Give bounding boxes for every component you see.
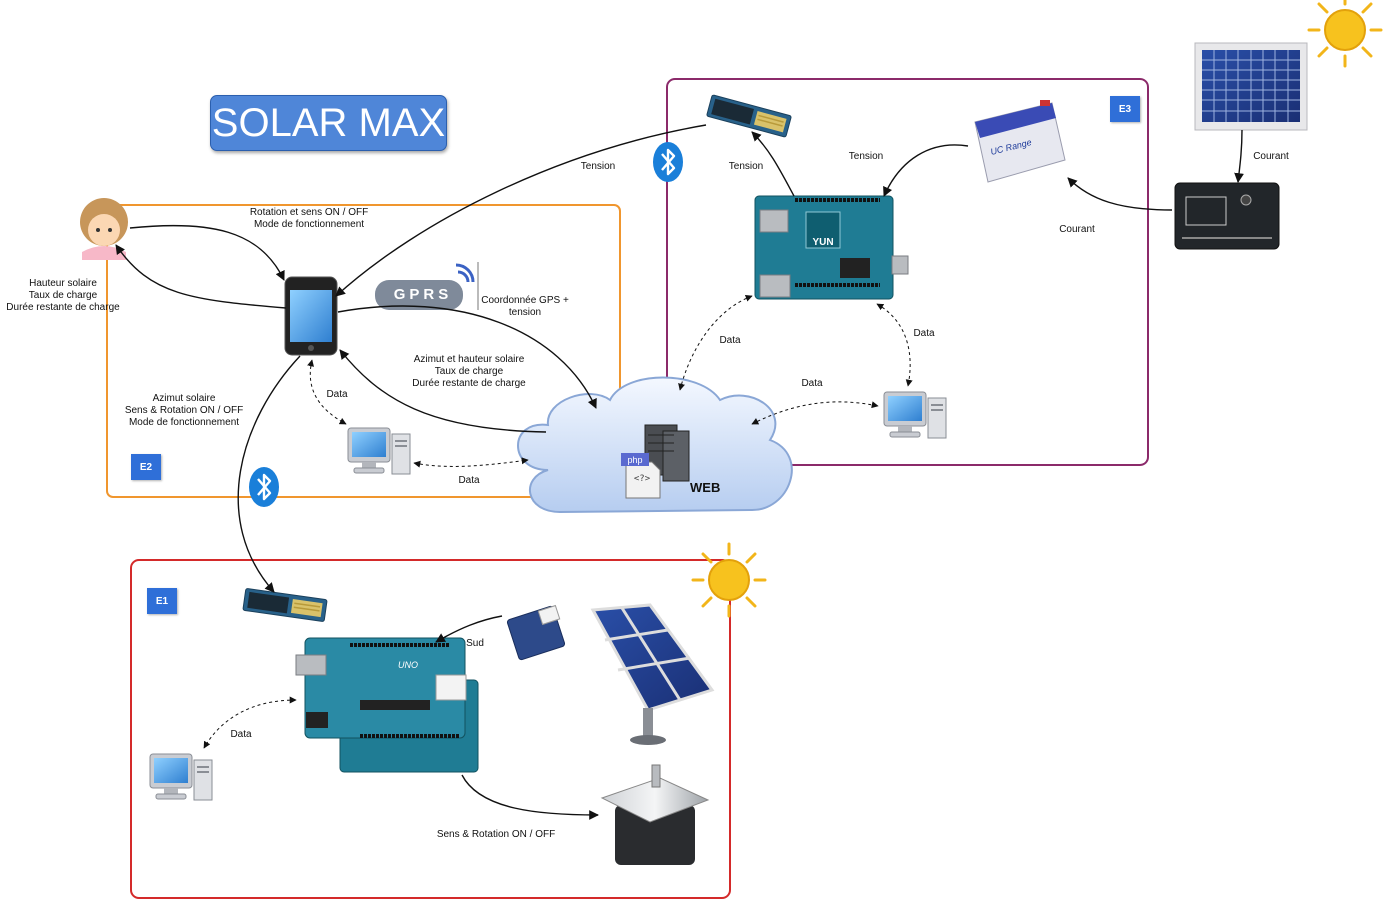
label-sens-rotation: Sens & Rotation ON / OFF xyxy=(124,405,244,416)
label-tension-bt: Tension xyxy=(580,161,616,172)
arrow-battery-to-yun xyxy=(883,144,969,197)
sun-icon-top xyxy=(1307,0,1383,68)
arrow-bt-to-phone xyxy=(335,124,707,297)
label-tension-battery: Tension xyxy=(848,151,884,162)
solar-panel-small-icon xyxy=(1194,42,1308,131)
label-tension-gps: tension xyxy=(508,307,542,318)
user-avatar-icon xyxy=(80,198,128,260)
dashed-yun-pc-e3 xyxy=(876,303,913,387)
label-coord-gps: Coordonnée GPS + xyxy=(481,295,569,306)
arrow-uno-to-motor xyxy=(461,774,599,820)
zone-e2-badge: E2 xyxy=(131,454,161,480)
battery-icon xyxy=(974,100,1066,183)
label-data-pc-e1: Data xyxy=(230,729,252,740)
arrow-cloud-to-phone xyxy=(339,349,547,433)
zone-e1-border xyxy=(130,559,731,899)
arduino-yun-icon xyxy=(754,195,909,300)
bluetooth-icon-top xyxy=(651,140,685,184)
light-sensor-icon xyxy=(506,604,566,661)
label-mode-fonct-left: Mode de fonctionnement xyxy=(128,417,240,428)
label-courant-panel: Courant xyxy=(1253,151,1289,162)
label-azimut-solaire: Azimut solaire xyxy=(152,393,216,404)
php-file-icon xyxy=(621,453,661,499)
label-data-pc-e2: Data xyxy=(458,475,480,486)
web-server-icon xyxy=(644,424,690,482)
smartphone-icon xyxy=(284,276,338,356)
php-label: php xyxy=(627,455,643,465)
label-taux-charge-center: Taux de charge xyxy=(434,366,504,377)
label-data-pc-e3: Data xyxy=(801,378,823,389)
bt-module-e1-icon xyxy=(242,587,328,623)
zone-e2-border xyxy=(106,204,621,498)
arrow-phone-to-avatar xyxy=(115,244,287,309)
dashed-phone-pc-e2 xyxy=(307,359,347,425)
dashed-uno-pc-e1 xyxy=(203,696,297,749)
gprs-label: GPRS xyxy=(393,286,453,303)
gprs-badge-icon xyxy=(375,262,479,310)
label-courant-regulator: Courant xyxy=(1059,224,1095,235)
label-sud: Sud xyxy=(466,638,484,649)
arrow-panel-to-regulator xyxy=(1234,129,1244,183)
zone-e3-badge: E3 xyxy=(1110,96,1140,122)
label-sens-rotation-motor: Sens & Rotation ON / OFF xyxy=(436,829,556,840)
label-taux-charge-left: Taux de charge xyxy=(28,290,98,301)
label-hauteur-solaire: Hauteur solaire xyxy=(29,278,97,289)
label-azimut-hauteur: Azimut et hauteur solaire xyxy=(413,354,525,365)
pc-e2-icon xyxy=(347,427,411,475)
yun-label: YUN xyxy=(812,237,834,248)
solar-panel-large-icon xyxy=(590,603,715,745)
zone-e3-border xyxy=(666,78,1149,466)
pc-e1-icon xyxy=(149,753,213,801)
stepper-motor-icon xyxy=(600,764,710,865)
diagram-title: SOLAR MAX xyxy=(210,95,447,151)
sun-icon-e1 xyxy=(691,542,767,618)
bluetooth-icon-bottom xyxy=(247,465,281,509)
label-rotation-sens: Rotation et sens ON / OFF xyxy=(249,207,369,218)
charge-regulator-icon xyxy=(1174,182,1280,250)
arrow-regulator-to-battery xyxy=(1067,177,1173,211)
dashed-arrows xyxy=(203,294,913,749)
label-duree-restante-center: Durée restante de charge xyxy=(412,378,526,389)
arrow-phone-to-cloud xyxy=(337,305,597,409)
arduino-uno-icon xyxy=(295,637,479,773)
arrow-sensor-to-uno xyxy=(435,615,503,643)
label-data-phone: Data xyxy=(326,389,348,400)
uno-label: UNO xyxy=(398,660,418,670)
dashed-pc-e2-cloud xyxy=(413,457,529,468)
label-mode-fonct-top: Mode de fonctionnement xyxy=(253,219,365,230)
arrow-yun-to-bt xyxy=(751,131,795,197)
arrow-avatar-to-phone xyxy=(129,224,285,281)
label-data-yun-pc: Data xyxy=(913,328,935,339)
dashed-yun-cloud xyxy=(678,294,753,391)
pc-e3-icon xyxy=(883,391,947,439)
zone-e1-badge: E1 xyxy=(147,588,177,614)
solid-arrows xyxy=(115,124,1244,820)
label-duree-restante-left: Durée restante de charge xyxy=(6,302,120,313)
label-tension-arduino: Tension xyxy=(728,161,764,172)
web-label: WEB xyxy=(690,480,721,495)
arrow-phone-to-bt-e1 xyxy=(237,355,301,593)
label-data-yun-cloud: Data xyxy=(719,335,741,346)
php-code-label: <?> xyxy=(633,474,651,484)
dashed-cloud-pc-e3 xyxy=(751,401,879,425)
bt-module-e3-icon xyxy=(705,94,793,138)
